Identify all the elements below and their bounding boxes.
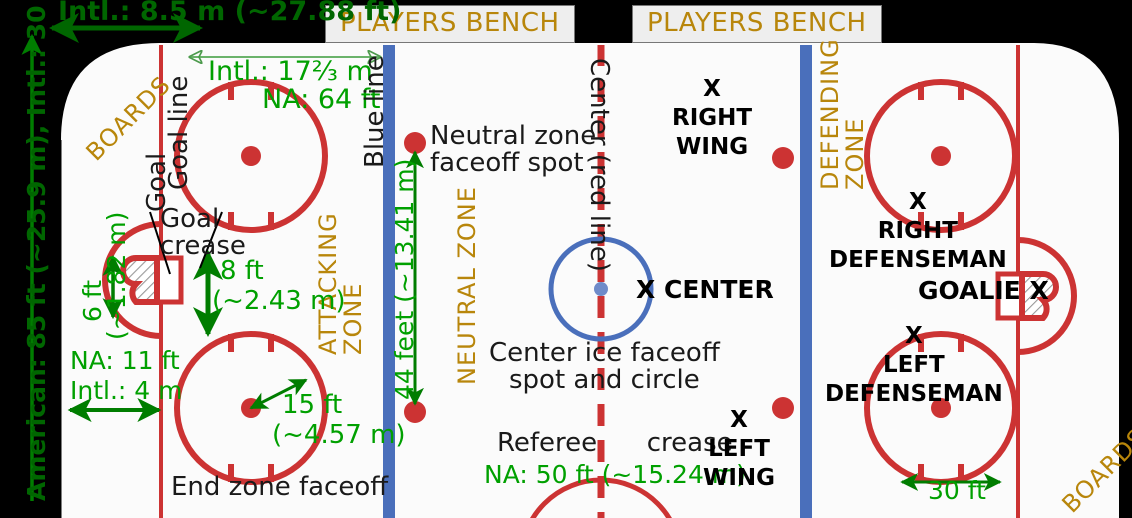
goal-crease-label: Goal crease [160, 204, 246, 262]
players-bench-left: PLAYERS BENCH [325, 5, 575, 43]
goal-net-left [120, 255, 160, 305]
referee-crease-label: Referee crease [497, 428, 733, 458]
player-center: X CENTER [636, 275, 774, 304]
neutral-spot-left-bottom [404, 401, 426, 423]
center-ice-circle [548, 236, 654, 342]
dim-faceoff-radius-ft: 15 ft [282, 390, 343, 420]
dim-goalline-blueline-intl: Intl.: 17⅔ m [208, 56, 373, 87]
dim-left-height-label: American: 85 ft (~25.9 m), Intl.: 30 m (… [22, 0, 51, 501]
dim-end-to-goalline-intl: Intl.: 4 m [70, 376, 183, 405]
players-bench-right: PLAYERS BENCH [632, 5, 882, 43]
goal-net-right [1019, 271, 1059, 321]
dim-faceoff-radius-m: (~4.57 m) [272, 420, 406, 450]
player-goalie: GOALIE X [918, 276, 1049, 305]
dim-crease-depth-m: (~2.43 m) [212, 286, 346, 316]
neutral-spot-right-bottom [772, 397, 794, 419]
player-right-wing: X RIGHT WING [672, 76, 753, 160]
dim-44-feet-label: 44 feet (~13.41 m) [390, 158, 419, 400]
attacking-zone-label: ATTACKING ZONE [314, 212, 367, 355]
rink-diagram: PLAYERS BENCH PLAYERS BENCH Intl.: 8.5 m… [21, 0, 1132, 518]
faceoff-circle-right-top [864, 79, 1018, 233]
center-ice-faceoff-spot [594, 282, 608, 296]
leader-goal-crease [199, 211, 223, 269]
center-ice-faceoff-label: Center ice faceoff spot and circle [489, 338, 720, 396]
neutral-spot-left-top [404, 132, 426, 154]
player-left-wing: X LEFT WING [703, 407, 776, 491]
dim-referee-crease-na: NA: 50 ft (~15.24 m) [484, 460, 746, 489]
end-zone-faceoff-label: End zone faceoff [171, 472, 389, 502]
player-right-defenseman: X RIGHT DEFENSEMAN [829, 189, 1007, 273]
blue-line-right [800, 44, 812, 518]
neutral-zone-label: NEUTRAL ZONE [453, 186, 481, 385]
defending-zone-label: DEFENDING ZONE [816, 38, 869, 190]
neutral-spot-right-top [772, 147, 794, 169]
dim-end-to-goalline-na: NA: 11 ft [70, 346, 180, 375]
rink-boards-outline [61, 43, 1119, 518]
neutral-zone-faceoff-spot-label: Neutral zone faceoff spot [430, 121, 597, 179]
dim-crease-depth-ft: 8 ft [220, 256, 264, 286]
rink-graphics [21, 13, 1119, 518]
dim-goal-width-m: (~1.82 m) [102, 211, 131, 340]
referee-crease [518, 477, 684, 518]
blue-line-label: Blue line [360, 55, 390, 168]
blue-line-left [383, 44, 395, 518]
faceoff-circle-left-top [174, 79, 328, 233]
dim-30-ft-label: 30 ft [928, 476, 986, 505]
dim-goalline-blueline-na: NA: 64 ft [262, 84, 381, 115]
leader-goal [149, 211, 171, 275]
dim-arrow-faceoff-radius [249, 378, 308, 410]
dim-top-width-label: Intl.: 8.5 m (~27.88 ft) [58, 0, 402, 27]
player-left-defenseman: X LEFT DEFENSEMAN [825, 323, 1003, 407]
